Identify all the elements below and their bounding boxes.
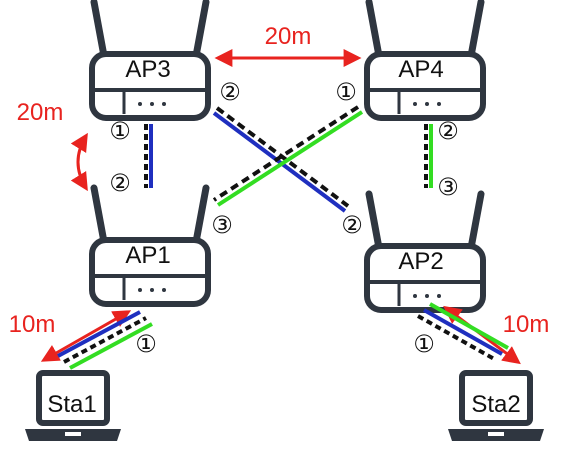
ap2-label: AP2 <box>398 248 443 275</box>
ap2-sta2-channel: ① <box>413 330 435 358</box>
ap4-channel-left: ① <box>335 78 357 106</box>
ap3-ap1-link <box>144 124 153 188</box>
ap1-channel-left: ② <box>109 169 131 197</box>
ap3-ap2-link <box>212 106 350 213</box>
ap1-sta1-link <box>57 310 153 370</box>
ap4-channel-right: ② <box>437 117 459 145</box>
sta1-label: Sta1 <box>47 391 96 418</box>
ap2-channel-top: ③ <box>437 173 459 201</box>
ap3-channel-left: ① <box>109 117 131 145</box>
ap3-channel-right: ② <box>219 78 241 106</box>
ap1-sta1-distance-label: 10m <box>9 311 56 338</box>
sta2-label: Sta2 <box>471 391 520 418</box>
ap2-channel-diag: ② <box>341 211 363 239</box>
ap3-ap1-distance-label: 20m <box>17 99 64 126</box>
ap1-label: AP1 <box>125 242 170 269</box>
ap3-ap1-distance-arrow <box>70 132 88 192</box>
ap2-sta2-link <box>417 302 509 362</box>
ap1-sta1-distance-arrow <box>40 310 132 362</box>
ap4-ap2-link <box>424 124 433 188</box>
ap1-channel-diag: ③ <box>211 211 233 239</box>
ap3-label: AP3 <box>125 56 170 83</box>
ap4-label: AP4 <box>398 56 443 83</box>
ap2-sta2-distance-label: 10m <box>503 311 550 338</box>
ap1-sta1-channel: ① <box>135 330 157 358</box>
ap3-ap4-distance-label: 20m <box>265 23 312 50</box>
ap4-ap1-link <box>212 105 364 207</box>
